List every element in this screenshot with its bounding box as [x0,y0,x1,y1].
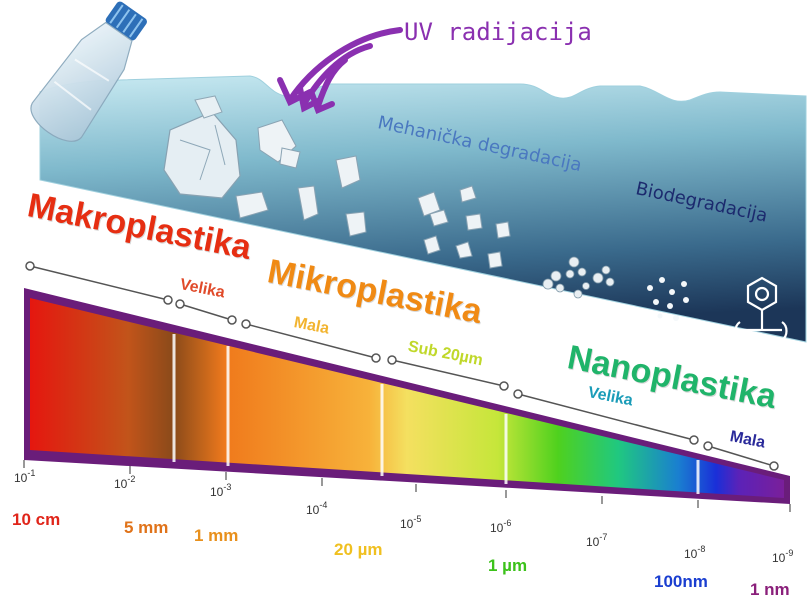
uv-radiation-label: UV radijacija [404,18,592,46]
small-particles [542,256,615,299]
size-1um-label: 1 µm [488,556,528,575]
size-1nm-label: 1 nm [750,580,790,599]
crumpled-bottle-fragment [163,111,241,199]
plastic-fragments [235,119,511,269]
size-10cm-label: 10 cm [12,510,61,529]
axis-tick-8: 10-8 [684,544,706,561]
size-20um-label: 20 µm [334,540,383,559]
size-spectrum-bar [23,288,791,512]
axis-tick-5: 10-5 [400,514,422,531]
range-brackets [25,261,779,471]
axis-tick-1: 10-1 [14,468,36,485]
size-100nm-label: 100nm [654,572,708,591]
nano-particles [647,277,689,321]
axis-tick-4: 10-4 [306,500,328,517]
uv-arrows-icon [277,27,403,114]
axis-tick-7: 10-7 [586,532,608,549]
axis-tick-2: 10-2 [114,474,136,491]
polymer-structure-icon [734,276,788,341]
axis-tick-3: 10-3 [210,482,232,499]
axis-tick-6: 10-6 [490,518,512,535]
plastic-bottle [30,1,147,142]
size-5mm-label: 5 mm [124,518,169,537]
axis-tick-9: 10-9 [772,548,794,565]
size-1mm-label: 1 mm [194,526,239,545]
